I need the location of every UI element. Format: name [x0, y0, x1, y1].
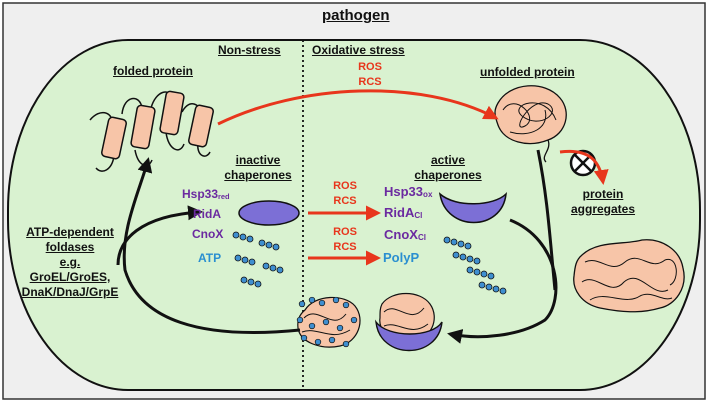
cnox-label: CnoX [192, 227, 224, 241]
foldases-line-5: DnaK/DnaJ/GrpE [21, 285, 119, 299]
protein-aggregates-label-1: protein [582, 187, 624, 201]
active-title-1: active [430, 153, 466, 167]
aggregation-arrow [559, 149, 609, 185]
protein-aggregates-label-2: aggregates [570, 202, 636, 216]
rcs-label-top: RCS [358, 76, 382, 88]
foldases-line-3: e.g. [59, 255, 81, 269]
page-title: pathogen [322, 7, 390, 24]
rida-label: RidA [193, 207, 221, 221]
ros-label-top: ROS [358, 61, 382, 73]
hsp33-red-label: Hsp33red [182, 187, 230, 202]
oxidative-stress-label: Oxidative stress [312, 43, 405, 57]
atp-molecules-icon [232, 231, 284, 288]
chaperone-cup-icon [438, 191, 507, 224]
rida-cl-label: RidACl [384, 205, 423, 221]
non-stress-label: Non-stress [218, 43, 281, 57]
ros-label-low: ROS [333, 226, 357, 238]
ros-label-mid: ROS [333, 180, 357, 192]
refolding-arrow [122, 157, 301, 334]
atp-label: ATP [198, 251, 222, 265]
polyp-chain-icon [443, 236, 507, 295]
unfolding-arrow [217, 89, 499, 126]
inactive-title-1: inactive [235, 153, 281, 167]
chaperone-complex-icon [296, 292, 443, 352]
foldases-line-1: ATP-dependent [26, 225, 114, 239]
cnox-cl-label: CnoXCl [384, 227, 427, 243]
foldase-handover-arrow [116, 205, 203, 266]
unfolded-protein-label: unfolded protein [480, 65, 575, 79]
polyp-label: PolyP [383, 250, 420, 265]
folded-protein-label: folded protein [113, 64, 193, 78]
rcs-label-low: RCS [333, 241, 357, 253]
chaperone-oval-icon [238, 200, 300, 226]
hsp33-ox-label: Hsp33ox [384, 184, 433, 200]
foldases-line-2: foldases [45, 240, 95, 254]
chaperone-binding-arrow [447, 218, 558, 344]
inactive-title-2: chaperones [224, 168, 292, 182]
active-title-2: chaperones [414, 168, 482, 182]
protein-aggregates-icon [573, 239, 685, 313]
foldases-line-4: GroEL/GroES, [29, 270, 111, 284]
rcs-label-mid: RCS [333, 195, 357, 207]
